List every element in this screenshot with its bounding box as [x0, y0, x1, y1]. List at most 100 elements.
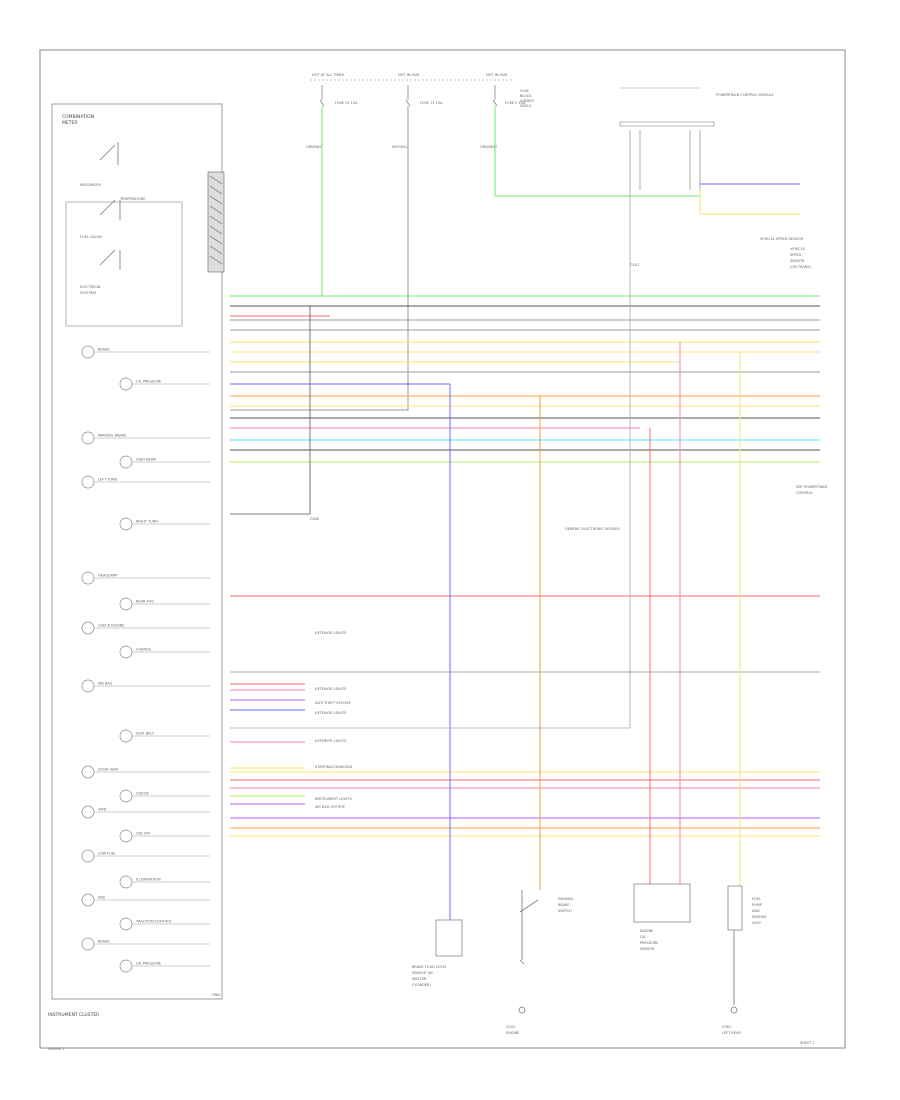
fuse-block-4: DASH) [520, 104, 532, 108]
brake-fluid-1: BRAKE FLUID LEVEL [412, 965, 447, 969]
lamp-label: HIGH BEAM [136, 458, 156, 462]
lamp-label: OIL PRESSURE [136, 380, 161, 384]
wire-fuse2 [230, 106, 409, 411]
ext-lights-2: EXTERIOR LIGHTS [315, 687, 347, 691]
instrument-cluster: COMBINATION METER PASSENGER FUEL GAUGE E… [48, 103, 225, 1018]
wire-harness [230, 106, 820, 920]
page-footer: FIGURE 1 [48, 1047, 64, 1051]
cluster-lamp: CHARGE [119, 645, 210, 659]
lamp-label: HEADLAMP [98, 574, 118, 578]
oil-3: PRESSURE [640, 941, 658, 945]
cluster-lamp: DOOR AJAR [81, 765, 210, 779]
wire-fuse3 [494, 106, 701, 197]
cluster-lamp: HEADLAMP [81, 571, 210, 585]
fuse-3-value: FUSE 5 15A [505, 101, 526, 105]
vss-line-2: SPEED [790, 253, 802, 257]
cluster-lamp: OIL PRESSURE [119, 377, 210, 391]
cluster-name: INSTRUMENT CLUSTER [48, 1012, 99, 1018]
lamp-label: TRACTION CONTROL [135, 920, 172, 924]
ground-label-a: ENGINE [506, 1031, 519, 1035]
lamp-label: LOW FUEL [98, 852, 116, 856]
cluster-connector [207, 171, 225, 273]
lamp-label: CRUISE [136, 792, 149, 796]
cluster-lamp: ABS [81, 893, 210, 907]
lamp-label: CHARGE [136, 648, 151, 652]
fuse-feeds: HOT AT ALL TIMES FUSE 15 10A HOT IN RUN … [306, 73, 534, 149]
oil-4: SENSOR [640, 947, 655, 951]
fuse-block-1: FUSE [520, 89, 529, 93]
parking-brake-1: PARKING [558, 897, 574, 901]
pcm-module: POWERTRAIN CONTROL MODULE VEHICLE SPEED … [619, 87, 812, 269]
diagram-border [39, 49, 846, 1049]
vss-line-1: VEHICLE [790, 247, 805, 251]
wire-ground-mid [230, 306, 311, 515]
instr-light: INSTRUMENT LIGHTS [315, 797, 353, 801]
cluster-title: COMBINATION [62, 114, 94, 120]
cluster-lamp: LEFT TURN [81, 475, 210, 489]
brake-fluid-3: MASTER [412, 977, 427, 981]
fuse-2-value: FUSE 13 10A [420, 101, 443, 105]
cluster-lamp: REAR FOG [119, 597, 210, 611]
switch-label-1: PASSENGER [80, 183, 101, 187]
pcm-name: POWERTRAIN CONTROL MODULE [716, 93, 774, 97]
ground-b: G301 [722, 1025, 731, 1029]
lamp-label: ABS [98, 896, 106, 900]
brake-fluid-sensor [435, 919, 463, 957]
fuse-block-2: BLOCK [520, 94, 532, 98]
fuel-1: FUEL [752, 897, 761, 901]
cluster-lamp: BRAKE [81, 937, 210, 951]
anti-theft: ANTI-THEFT SYSTEM [315, 701, 350, 705]
lamp-label: CHECK ENGINE [98, 624, 125, 628]
vss-line-4: (ON TRANS) [790, 265, 812, 269]
bottom-components: BRAKE FLUID LEVEL SENSOR (IN MASTER CYLI… [412, 883, 767, 1035]
oil-2: OIL [640, 935, 646, 939]
lamp-label: ILLUMINATION [136, 878, 161, 882]
fuse-2-wire: WHT/BLU [392, 145, 409, 149]
ext-lights-3: EXTERIOR LIGHTS [315, 711, 347, 715]
oil-pressure-sensor [633, 883, 691, 923]
cluster-lamp: BRAKE [81, 345, 210, 359]
lamp-label: 4WD [98, 808, 107, 812]
lamp-label: REAR FOG [136, 600, 154, 604]
cluster-lamp: SEAT BELT [119, 729, 210, 743]
lamp-label: PARKING BRAKE [98, 434, 126, 438]
brake-fluid-4: CYLINDER) [412, 983, 431, 987]
wire-pcm-ground [230, 190, 631, 729]
ground-a: G101 [506, 1025, 515, 1029]
vss-line-3: SENSOR [790, 259, 805, 263]
pcm-ref-2: CONTROL [796, 491, 813, 495]
fuse-3-wire: GRN/WHT [480, 145, 498, 149]
ground-label-b: LEFT REAR [722, 1031, 741, 1035]
switch-label-3: ELECTRICAL [80, 285, 101, 289]
fuel-3: AND [752, 909, 760, 913]
ext-lights-1: EXTERIOR LIGHTS [315, 631, 347, 635]
cluster-lamp: TRACTION CONTROL [119, 917, 210, 931]
lamp-label: SEAT BELT [136, 732, 155, 736]
parking-brake-3: SWITCH [558, 909, 572, 913]
brake-fluid-2: SENSOR (IN [412, 971, 433, 975]
oil-1: ENGINE [640, 929, 653, 933]
mid-labels: G200 GENERIC ELECTRONIC MODULE EXTERIOR … [310, 485, 827, 809]
cluster-title-2: METER [62, 120, 77, 126]
cluster-lamp: HIGH BEAM [119, 455, 210, 469]
cluster-lamp: LOW FUEL [81, 849, 210, 863]
fuel-5: ASSY [752, 921, 762, 925]
fuse-1-title: HOT AT ALL TIMES [312, 73, 345, 77]
fuel-4: SENDER [752, 915, 767, 919]
ext-lights-4: EXTERIOR LIGHTS [315, 739, 347, 743]
cluster-lamp: CHECK ENGINE [81, 621, 210, 635]
air-bag-sys: AIR BAG SYSTEM [315, 805, 344, 809]
switch-label-4: SYSTEMS [80, 291, 97, 295]
lamp-label: DOOR AJAR [98, 768, 119, 772]
cluster-lamp: ILLUMINATION [119, 875, 210, 889]
fuel-pump-sender [727, 885, 743, 931]
starting: STARTING/CHARGING [315, 765, 353, 769]
cluster-lamp: CRUISE [119, 789, 210, 803]
switch-label-5: TEMPERATURE [119, 197, 145, 201]
lamp-label: RIGHT TURN [136, 520, 158, 524]
lamp-label: AIR BAG [98, 682, 113, 686]
cluster-lamp: PARKING BRAKE [81, 431, 210, 445]
pcm-ground: G201 [630, 263, 639, 267]
vss-name: VEHICLE SPEED SENSOR [760, 237, 804, 241]
